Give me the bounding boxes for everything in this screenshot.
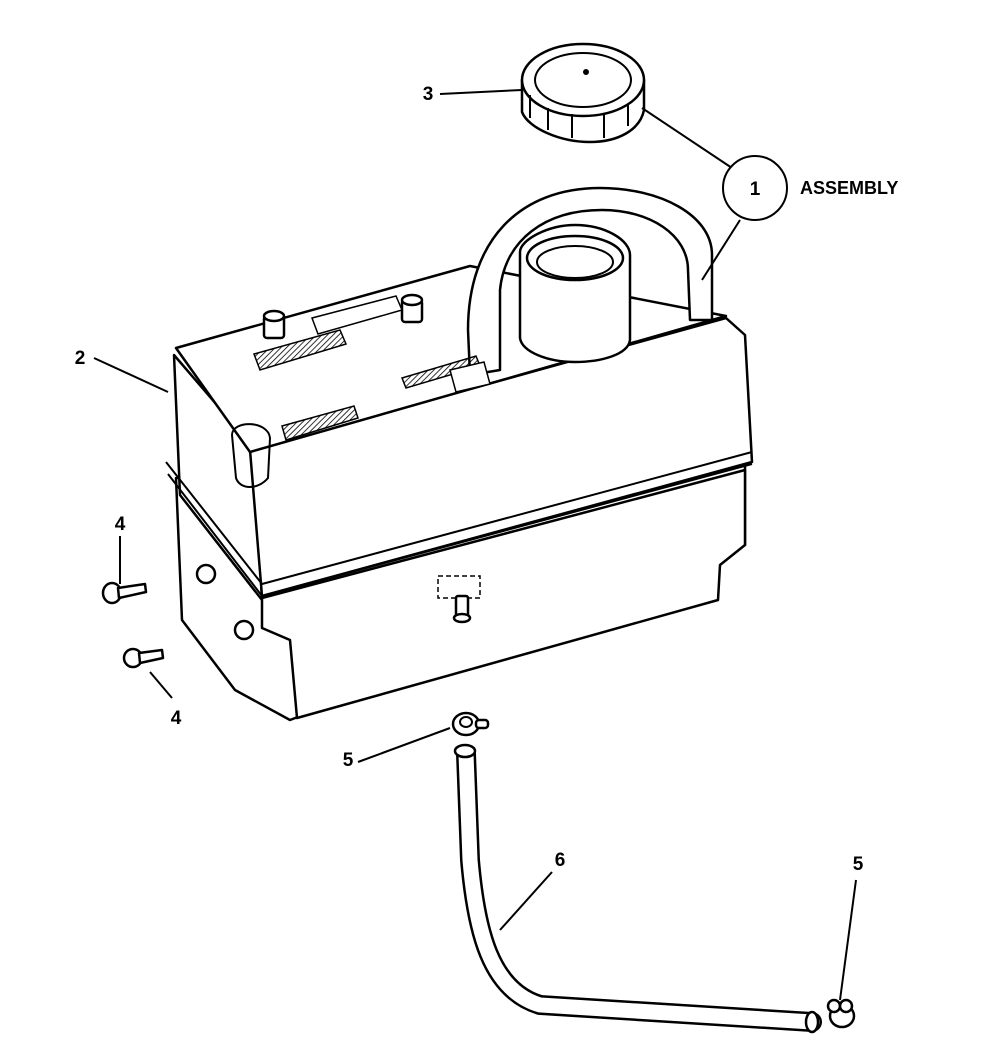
fuel-hose xyxy=(453,743,822,1034)
callout-1: 1 xyxy=(722,155,788,221)
callout-1-number: 1 xyxy=(750,179,761,200)
hose-clamp-upper xyxy=(451,711,490,737)
callout-3: 3 xyxy=(423,84,434,105)
fuel-cap xyxy=(520,42,646,144)
callout-4-upper: 4 xyxy=(115,514,126,535)
screw-upper xyxy=(101,581,148,605)
callout-4-lower: 4 xyxy=(171,708,182,729)
callout-2: 2 xyxy=(75,348,86,369)
vent-fitting-left xyxy=(262,309,286,340)
screw-lower xyxy=(122,647,165,669)
callout-6: 6 xyxy=(555,850,566,871)
decal-group xyxy=(253,295,491,441)
outlet-fitting xyxy=(437,575,481,624)
hose-clamp-lower xyxy=(826,998,856,1029)
fuel-tank-body xyxy=(165,186,754,722)
vent-fitting-right xyxy=(400,293,424,324)
callout-5-lower: 5 xyxy=(853,854,864,875)
leader-lines xyxy=(93,89,857,1001)
assembly-label: ASSEMBLY xyxy=(800,178,898,198)
callout-5-upper: 5 xyxy=(343,750,354,771)
